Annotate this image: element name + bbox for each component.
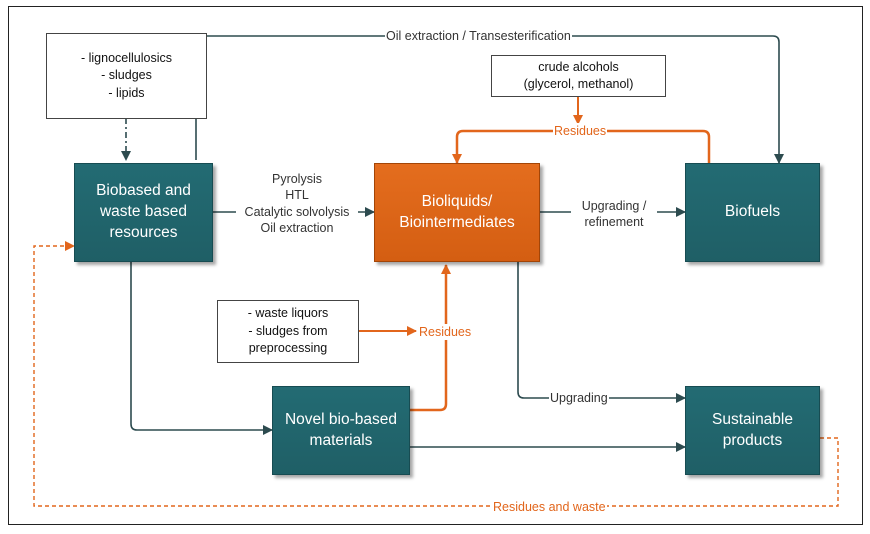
label-residues-mid: Residues bbox=[418, 324, 473, 341]
note-waste-liquors: - waste liquors - sludges from preproces… bbox=[217, 300, 359, 363]
arrow-novel-to-bioliquids bbox=[410, 264, 451, 412]
label-residues-top: Residues bbox=[553, 123, 608, 140]
arrow-resources-to-novel bbox=[130, 262, 273, 435]
node-biobased-resources: Biobased and waste based resources bbox=[74, 163, 213, 262]
label-oil-extraction: Oil extraction / Transesterification bbox=[385, 28, 572, 45]
label-upgrading: Upgrading bbox=[549, 390, 609, 407]
arrow-residues-waste-loop bbox=[33, 241, 839, 507]
node-sustainable-products: Sustainable products bbox=[685, 386, 820, 475]
note-crude-alcohols: crude alcohols (glycerol, methanol) bbox=[491, 55, 666, 97]
label-residues-and-waste: Residues and waste bbox=[492, 499, 607, 516]
label-upgrading-refinement: Upgrading / refinement bbox=[571, 198, 657, 231]
node-biofuels: Biofuels bbox=[685, 163, 820, 262]
arrow-oil-extraction bbox=[195, 35, 784, 164]
label-processes: Pyrolysis HTL Catalytic solvolysis Oil e… bbox=[236, 171, 358, 236]
arrow-bioliquids-to-sustainable bbox=[517, 262, 686, 403]
note-feedstock: - lignocellulosics - sludges - lipids bbox=[46, 33, 207, 119]
node-bioliquids: Bioliquids/ Biointermediates bbox=[374, 163, 540, 262]
node-novel-materials: Novel bio-based materials bbox=[272, 386, 410, 475]
diagram-frame bbox=[8, 6, 863, 525]
